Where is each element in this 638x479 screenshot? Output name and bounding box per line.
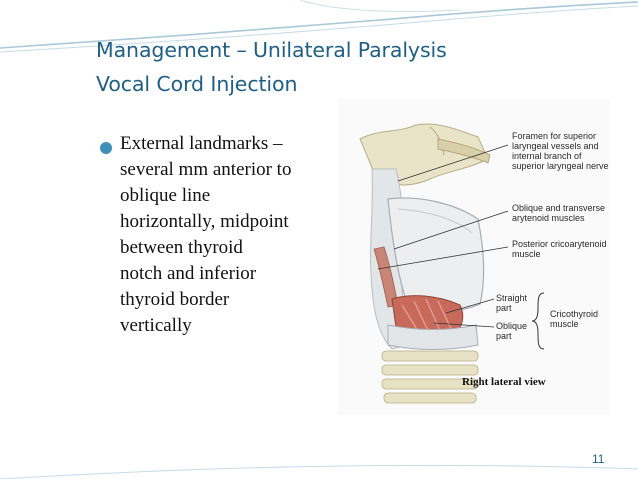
- bottom-swoosh-decoration: [0, 464, 638, 479]
- slide-title-line-1: Management – Unilateral Paralysis: [96, 38, 447, 62]
- bullet-line-5: between thyroid: [120, 237, 243, 258]
- bullet-dot-icon: [100, 142, 112, 154]
- label-straight-part-line-2: part: [496, 303, 512, 313]
- label-posterior-cricoarytenoid-line-1: Posterior cricoarytenoid: [512, 239, 607, 249]
- bullet-line-4: horizontally, midpoint: [120, 211, 289, 232]
- slide-title-line-2: Vocal Cord Injection: [96, 72, 298, 96]
- top-swoosh-decoration: [0, 0, 638, 53]
- label-right-lateral-view: Right lateral view: [462, 376, 546, 388]
- label-straight-part-line-1: Straight: [496, 293, 528, 303]
- bullet-line-1: External landmarks –: [120, 133, 283, 154]
- label-foramen-line-1: Foramen for superior: [512, 131, 596, 141]
- label-foramen-line-2: laryngeal vessels and: [512, 141, 599, 151]
- label-posterior-cricoarytenoid-line-2: muscle: [512, 249, 541, 259]
- bullet-line-6: notch and inferior: [120, 263, 257, 284]
- slide-number: 11: [592, 452, 605, 466]
- bullet-line-2: several mm anterior to: [120, 159, 292, 180]
- label-oblique-part-line-2: part: [496, 331, 512, 341]
- label-cricothyroid-line-2: muscle: [550, 319, 579, 329]
- bullet-line-7: thyroid border: [120, 289, 230, 310]
- label-foramen-line-3: internal branch of: [512, 151, 582, 161]
- bullet-line-8: vertically: [120, 315, 192, 336]
- bullet-line-3: oblique line: [120, 185, 211, 206]
- larynx-illustration: Foramen for superior laryngeal vessels a…: [359, 123, 609, 404]
- larynx-figure: Foramen for superior laryngeal vessels a…: [338, 99, 610, 415]
- label-oblique-arytenoid-line-2: arytenoid muscles: [512, 213, 585, 223]
- label-oblique-part-line-1: Oblique: [496, 321, 527, 331]
- label-foramen-line-4: superior laryngeal nerve: [512, 161, 609, 171]
- label-oblique-arytenoid-line-1: Oblique and transverse: [512, 203, 605, 213]
- label-cricothyroid-line-1: Cricothyroid: [550, 309, 598, 319]
